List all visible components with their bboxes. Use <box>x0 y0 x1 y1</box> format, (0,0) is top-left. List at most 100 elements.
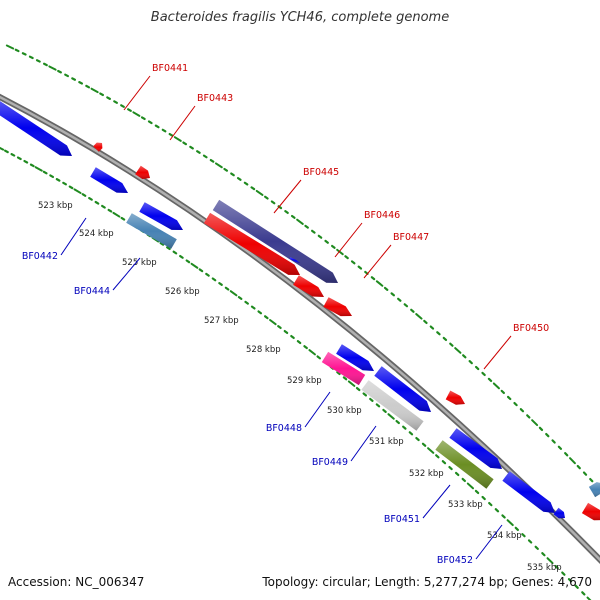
outer-tick <box>487 377 493 383</box>
ruler-label: 531 kbp <box>369 437 404 447</box>
outer-tick <box>538 426 544 432</box>
ruler-label: 523 kbp <box>38 201 73 211</box>
inner-tick <box>454 471 460 477</box>
inner-tick <box>567 578 573 583</box>
outer-tick <box>311 229 316 234</box>
outer-tick <box>589 477 594 483</box>
outer-tick <box>582 471 588 476</box>
outer-tick <box>264 195 269 200</box>
outer-tick <box>557 445 563 450</box>
inner-tick <box>395 419 400 425</box>
inner-tick <box>408 431 414 436</box>
inner-tick <box>229 290 238 297</box>
gene-arrow-shade <box>374 366 431 412</box>
inner-tick <box>316 355 322 360</box>
outer-tick <box>519 408 525 413</box>
gene-label: BF0445 <box>303 167 339 178</box>
outer-tick <box>462 354 467 359</box>
inner-tick <box>224 286 230 291</box>
outer-tick <box>243 181 249 186</box>
outer-tick <box>85 84 91 89</box>
leader-line <box>123 75 151 111</box>
outer-tick <box>182 141 188 146</box>
leader-line <box>112 257 141 291</box>
gene-feature-red-3 <box>323 297 352 317</box>
inner-tick <box>308 349 316 356</box>
inner-tick <box>506 519 514 527</box>
gene-arrow-shade <box>445 390 465 405</box>
gene-label: BF0442 <box>22 251 58 262</box>
inner-tick <box>107 208 113 213</box>
outer-tick <box>370 276 376 281</box>
gene-feature-blue-8 <box>502 471 555 513</box>
inner-tick <box>112 211 121 218</box>
inner-tick <box>185 259 191 264</box>
inner-tick <box>474 489 480 495</box>
inner-tick <box>23 159 29 164</box>
outer-tick <box>270 200 276 205</box>
inner-tick <box>441 460 447 465</box>
gene-arrow-shade <box>361 380 424 431</box>
outer-tick <box>250 186 256 191</box>
outer-tick <box>284 210 289 215</box>
outer-tick <box>154 124 160 129</box>
inner-tick <box>435 454 440 459</box>
gene-arrow-shade <box>588 482 600 498</box>
outer-tick <box>317 234 323 239</box>
outer-tick <box>531 419 539 427</box>
map-title: Bacteroides fragilis YCH46, complete gen… <box>150 10 450 25</box>
outer-tick <box>5 44 15 50</box>
outer-tick <box>35 59 41 63</box>
inner-tick <box>55 178 61 182</box>
gene-arrow-shade <box>293 275 324 297</box>
inner-tick <box>49 174 55 179</box>
inner-tick <box>81 193 87 197</box>
outer-tick <box>576 464 581 470</box>
inner-tick <box>211 277 217 282</box>
gene-arrow-shade <box>139 202 183 230</box>
gene-feature-steelblue-2 <box>588 482 600 498</box>
outer-tick <box>336 248 344 256</box>
inner-tick <box>205 272 210 277</box>
outer-tick <box>390 292 395 297</box>
outer-tick <box>403 303 409 308</box>
inner-tick <box>375 403 381 408</box>
inner-tick <box>586 596 592 600</box>
gene-label: BF0451 <box>384 514 420 525</box>
outer-tick <box>230 172 235 177</box>
outer-tick <box>344 255 349 260</box>
inner-tick <box>369 397 374 402</box>
inner-tick <box>179 254 184 259</box>
outer-tick <box>415 313 423 320</box>
accession-text: Accession: NC_006347 <box>8 575 145 589</box>
gene-arrow-shade <box>323 297 352 317</box>
gene-feature-blue-7 <box>449 428 502 469</box>
backbone-outer <box>0 93 600 565</box>
outer-tick <box>140 116 146 121</box>
inner-tick <box>34 166 43 172</box>
outer-tick <box>331 244 336 249</box>
inner-tick <box>534 545 539 550</box>
gene-arrow-shade <box>336 344 374 371</box>
outer-tick <box>324 239 329 244</box>
outer-tick <box>223 167 229 172</box>
inner-tick <box>16 156 22 161</box>
outer-tick <box>14 48 20 53</box>
outer-tick <box>564 452 569 457</box>
outer-tick <box>436 331 441 336</box>
inner-tick <box>159 241 165 246</box>
outer-tick <box>214 162 223 169</box>
gene-label: BF0450 <box>513 323 549 334</box>
inner-tick <box>218 281 223 286</box>
inner-tick <box>277 325 282 330</box>
inner-tick <box>0 146 5 151</box>
inner-tick <box>461 477 466 483</box>
inner-tick <box>347 380 356 387</box>
leader-line <box>483 335 512 370</box>
gene-label: BF0441 <box>152 63 188 74</box>
outer-tick <box>99 92 105 97</box>
outer-tick <box>304 224 309 229</box>
gene-arrow-shade <box>289 257 300 263</box>
leader-line <box>273 179 302 214</box>
